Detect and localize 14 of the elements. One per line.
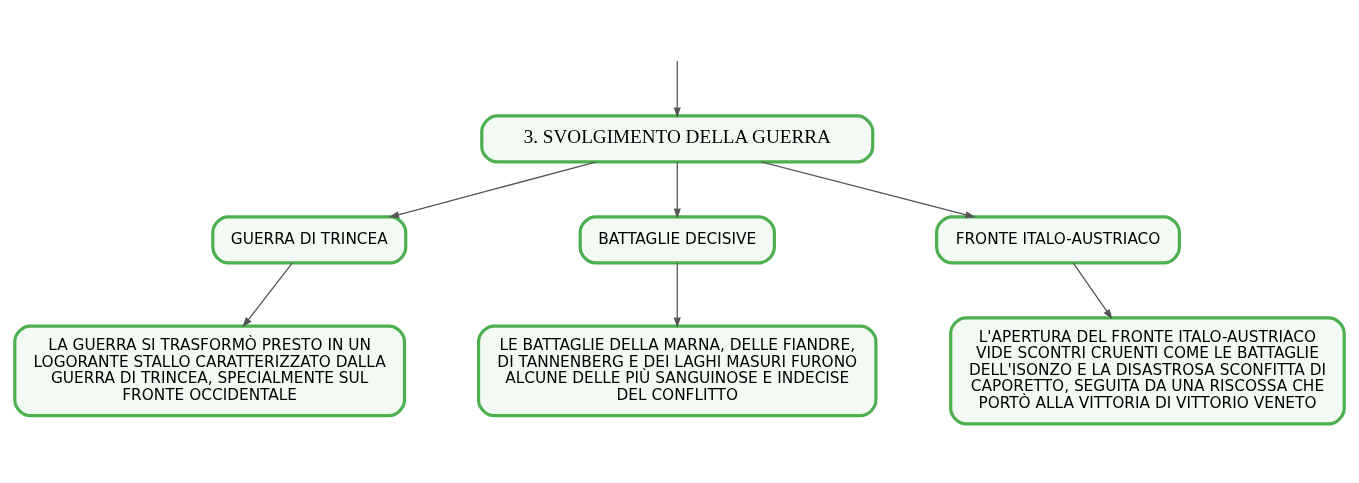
arrow xyxy=(673,160,681,219)
node-box: FRONTE ITALO-AUSTRIACO xyxy=(935,214,1181,264)
node-box: LA GUERRA SI TRASFORMÒ PRESTO IN UN LOGORANTE STALLO CARATTERIZZATO DALLA GUERRA DI TRINCEA, SPECIALMENTE SUL FRONTE OCCIDENTALE xyxy=(13,324,407,417)
node-box: BATTAGLIE DECISIVE xyxy=(578,214,776,264)
arrow xyxy=(673,261,681,328)
arrow xyxy=(761,160,976,218)
node-box: LE BATTAGLIE DELLA MARNA, DELLE FIANDRE, DI TANNENBERG E DEI LAGHI MASURI FURONO ALCUNE DELLE PIÙ SANGUINOSE E INDECISE DEL CONFLITTO xyxy=(477,324,878,417)
arrow xyxy=(242,261,294,327)
node-box: L'APERTURA DEL FRONTE ITALO-AUSTRIACO VIDE SCONTRI CRUENTI COME LE BATTAGLIE DELL'ISONZO E LA DISASTROSA SCONFITTA DI CAPORETTO, SEGUITA DA UNA RISCOSSA CHE PORTÒ ALLA VITTORIA DI VITTORIO VENETO xyxy=(949,315,1346,425)
arrow xyxy=(388,160,597,218)
arrow xyxy=(673,59,681,118)
node-box: GUERRA DI TRINCEA xyxy=(211,214,408,264)
node-box: 3. SVOLGIMENTO DELLA GUERRA xyxy=(480,113,875,164)
arrow xyxy=(1072,261,1113,319)
